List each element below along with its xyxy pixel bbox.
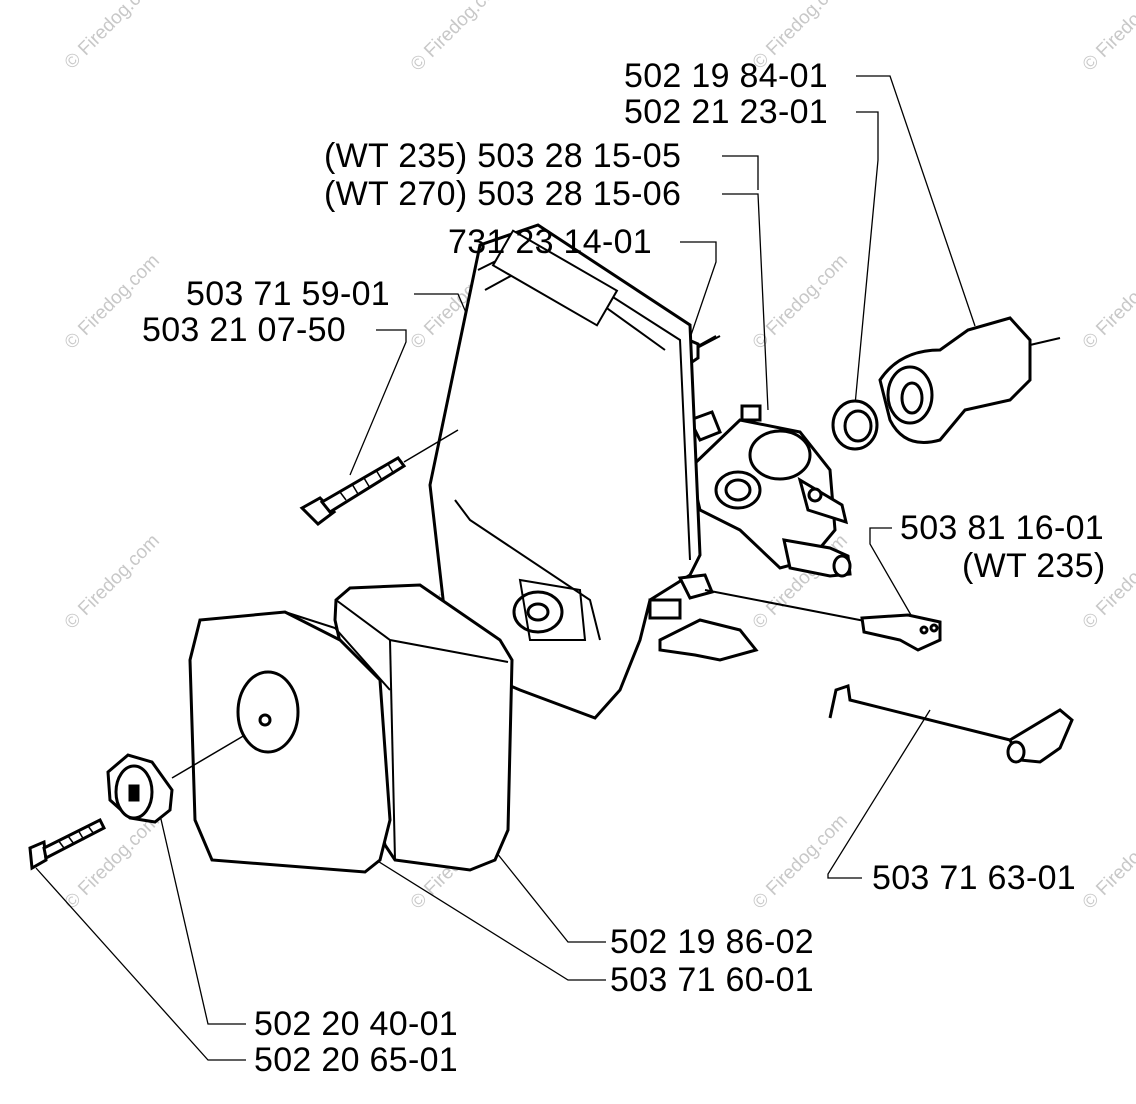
label-wt270-503-28-15-06: (WT 270) 503 28 15-06 xyxy=(324,175,682,213)
leader-502-20-40-01 xyxy=(151,779,246,1025)
label-502-19-86-02: 502 19 86-02 xyxy=(610,923,814,961)
leader-503-71-63-01 xyxy=(827,709,931,879)
filter-cover xyxy=(188,610,392,874)
label-502-20-40-01: 502 20 40-01 xyxy=(254,1005,458,1043)
housing-screw xyxy=(299,429,459,526)
label-503-21-07-50: 503 21 07-50 xyxy=(142,311,346,349)
label-502-20-65-01: 502 20 65-01 xyxy=(254,1041,458,1079)
watermark: © Firedog.com xyxy=(61,0,164,74)
watermark: © Firedog.com xyxy=(407,0,510,76)
label-503-71-60-01: 503 71 60-01 xyxy=(610,961,814,999)
label-503-81-16-01: 503 81 16-01 xyxy=(900,509,1104,547)
label-503-71-59-01: 503 71 59-01 xyxy=(186,275,390,313)
leader-503-71-60-01 xyxy=(367,854,606,981)
watermark: © Firedog.com xyxy=(749,810,852,913)
gasket-ring xyxy=(831,399,879,451)
leader-503-21-07-50 xyxy=(349,329,407,476)
throttle-rod xyxy=(828,684,1074,764)
carburetor xyxy=(639,335,852,578)
leader-502-19-86-02 xyxy=(487,841,606,943)
leader-503-81-16-01 xyxy=(869,527,916,623)
filter-housing xyxy=(428,223,715,720)
leader-503-28-15-06 xyxy=(722,193,769,411)
intake-adapter xyxy=(878,316,1061,444)
label-731-23-14-01: 731 23 14-01 xyxy=(448,223,652,261)
leader-503-28-15-05 xyxy=(722,155,759,190)
label-503-71-63-01: 503 71 63-01 xyxy=(872,859,1076,897)
label-502-19-84-01: 502 19 84-01 xyxy=(624,57,828,95)
watermark: © Firedog.com xyxy=(61,530,164,633)
filter-knob xyxy=(106,734,246,824)
bracket-plate xyxy=(658,618,759,662)
label-wt235-503-28-15-05: (WT 235) 503 28 15-05 xyxy=(324,137,682,175)
label-wt235-note: (WT 235) xyxy=(962,547,1106,585)
label-502-21-23-01: 502 21 23-01 xyxy=(624,93,828,131)
knob-screw xyxy=(28,817,107,871)
watermark: © Firedog.com xyxy=(1079,250,1136,353)
choke-lever xyxy=(704,589,942,652)
leader-502-20-65-01 xyxy=(35,867,246,1061)
leader-502-21-23-01 xyxy=(854,111,879,406)
watermark: © Firedog.com xyxy=(1079,810,1136,913)
leader-731-23-14-01 xyxy=(680,241,717,339)
watermark: © Firedog.com xyxy=(1079,0,1136,76)
leader-502-19-84-01 xyxy=(856,75,976,327)
watermark: © Firedog.com xyxy=(61,810,164,913)
